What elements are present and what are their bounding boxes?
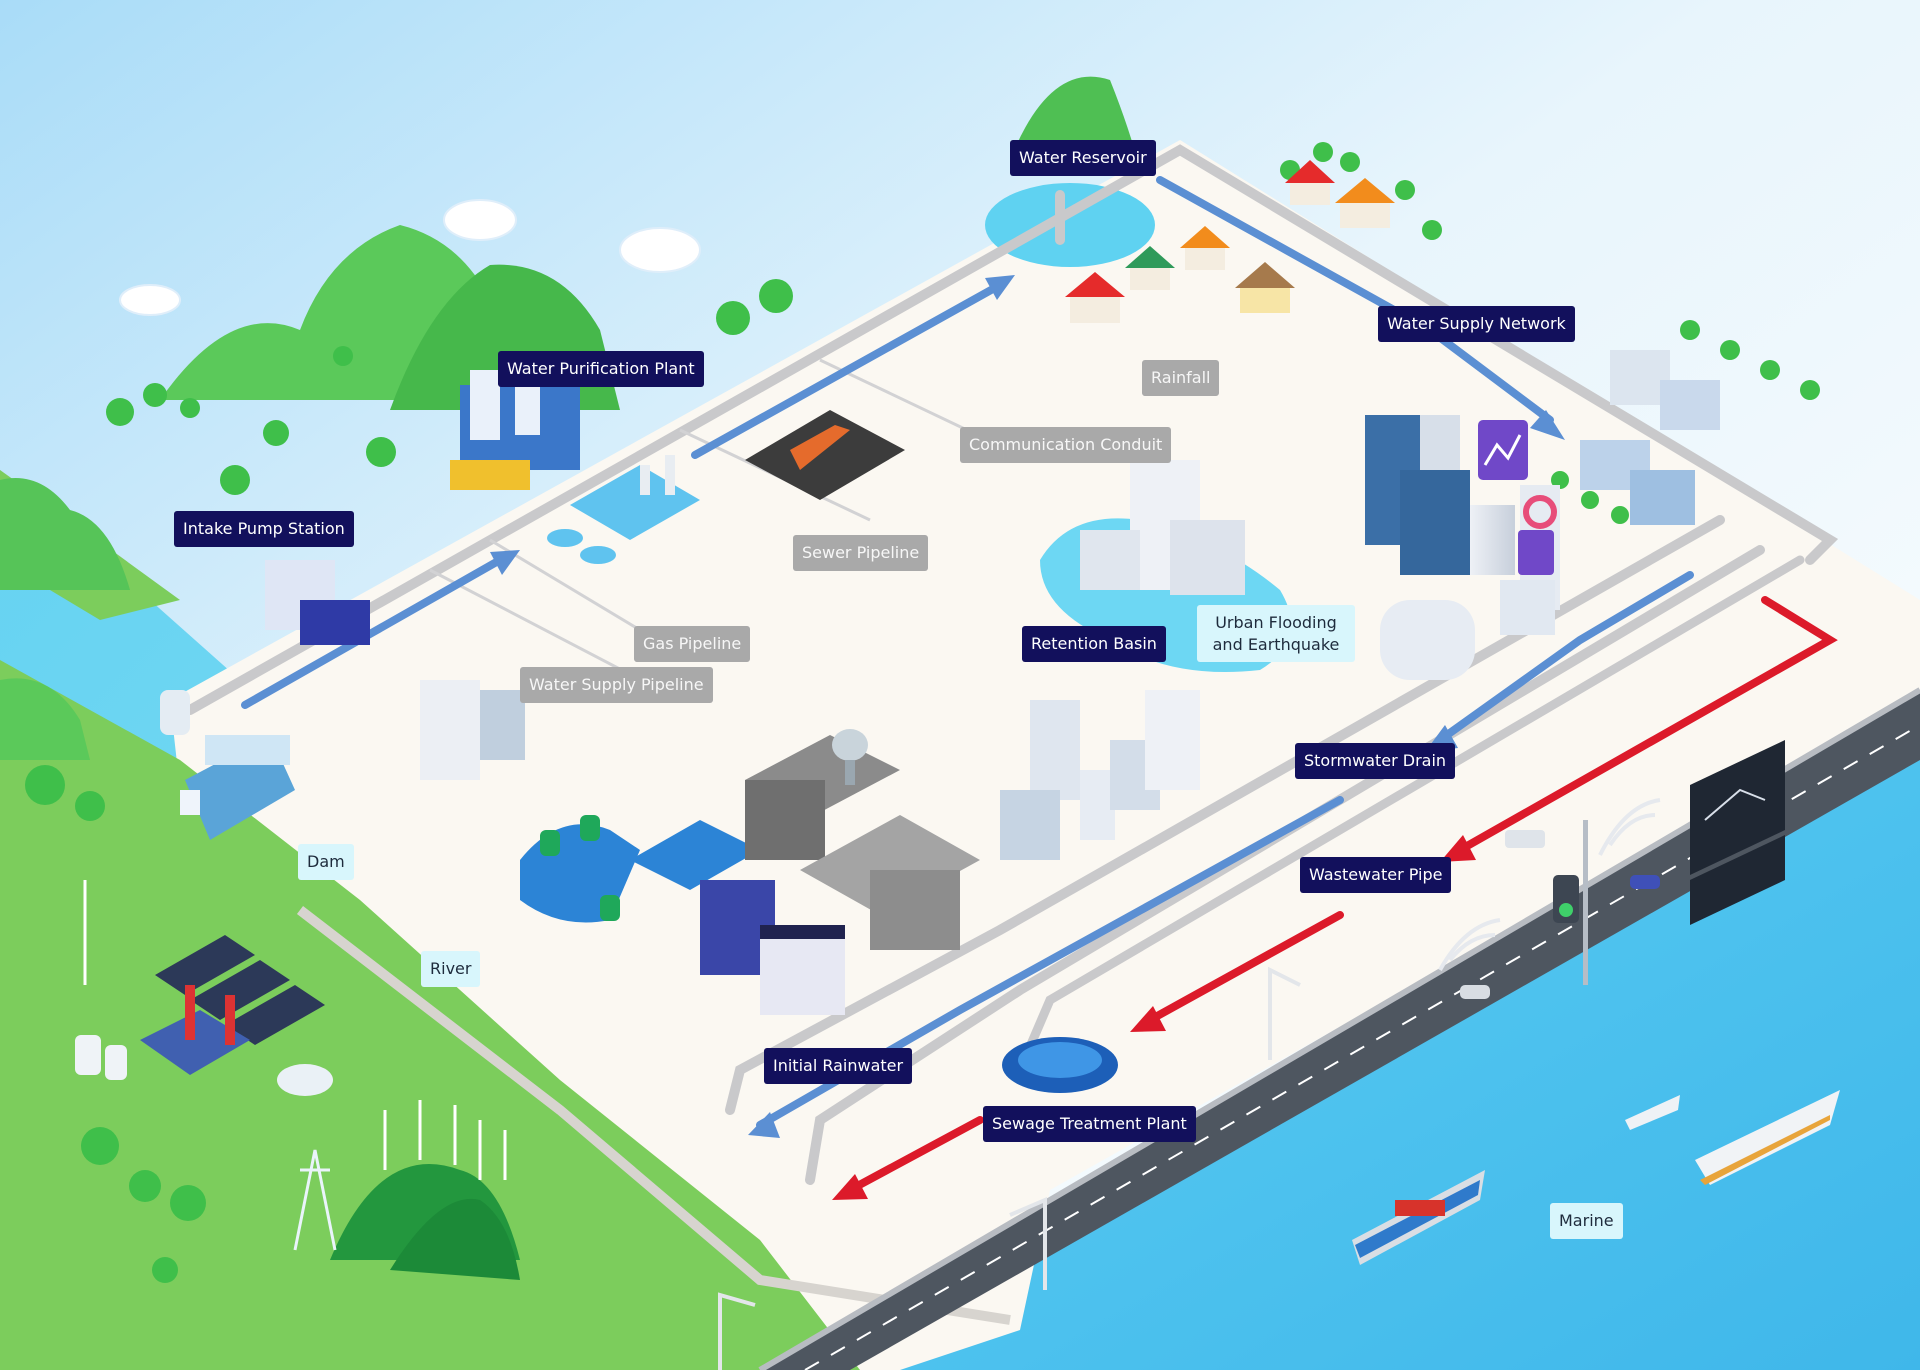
label-wastewater-pipe: Wastewater Pipe (1300, 857, 1452, 893)
water-tower-icon (832, 729, 868, 785)
label-initial-rainwater: Initial Rainwater (764, 1048, 913, 1084)
playground-icon (745, 410, 905, 500)
dam-icon (180, 735, 295, 840)
cargo-ship-icon (1352, 1170, 1485, 1265)
chart-panel-icon (1478, 420, 1557, 575)
sewage-treatment-icon (1002, 1037, 1118, 1093)
boat-icon (1625, 1095, 1680, 1130)
label-sewage-treatment-plant: Sewage Treatment Plant (983, 1106, 1196, 1142)
label-river: River (421, 951, 481, 987)
wind-turbine-icon (83, 880, 507, 1180)
transmission-tower-icon (293, 1149, 337, 1251)
label-stormwater-drain: Stormwater Drain (1295, 743, 1456, 779)
label-rainfall: Rainfall (1142, 360, 1220, 396)
waste-flow-arrows (846, 596, 1838, 1194)
cloud-icon (119, 199, 701, 316)
waste-flow-arrowheads (832, 835, 1476, 1200)
battery-icon (760, 925, 845, 1015)
power-plant-icon (75, 985, 333, 1096)
office-building-icon (1365, 350, 1720, 680)
label-dam: Dam (298, 844, 354, 880)
label-communication-conduit: Communication Conduit (960, 427, 1172, 463)
traffic-light-icon (1553, 820, 1588, 985)
label-water-purification-plant: Water Purification Plant (498, 351, 704, 387)
label-water-supply-pipeline: Water Supply Pipeline (520, 667, 713, 703)
label-water-supply-network: Water Supply Network (1378, 306, 1575, 342)
label-urban-flooding: Urban Flooding and Earthquake (1197, 605, 1355, 663)
label-gas-pipeline: Gas Pipeline (634, 626, 751, 662)
label-retention-basin: Retention Basin (1022, 626, 1166, 662)
ship-icon (1695, 1090, 1840, 1185)
surveillance-camera-icon (1505, 830, 1545, 848)
label-sewer-pipeline: Sewer Pipeline (793, 535, 929, 571)
reservoir-icon (985, 183, 1155, 267)
clean-flow-arrows (241, 176, 1694, 1129)
highway-lane (804, 724, 1920, 1370)
purification-plant-icon (450, 370, 700, 564)
wifi-signal-icon (1438, 798, 1661, 971)
label-intake-pump-station: Intake Pump Station (174, 511, 354, 547)
pump-station-icon (160, 560, 370, 735)
office-building-icon (420, 460, 1245, 860)
car-icon (1460, 875, 1660, 999)
label-water-reservoir: Water Reservoir (1010, 140, 1156, 176)
gas-storage-icon (520, 815, 640, 923)
house-icon (1065, 160, 1395, 323)
street-lamp-icon (718, 966, 1301, 1370)
solar-panel-icon (155, 935, 325, 1045)
monitor-screen-icon (1690, 740, 1785, 925)
label-marine: Marine (1550, 1203, 1623, 1239)
